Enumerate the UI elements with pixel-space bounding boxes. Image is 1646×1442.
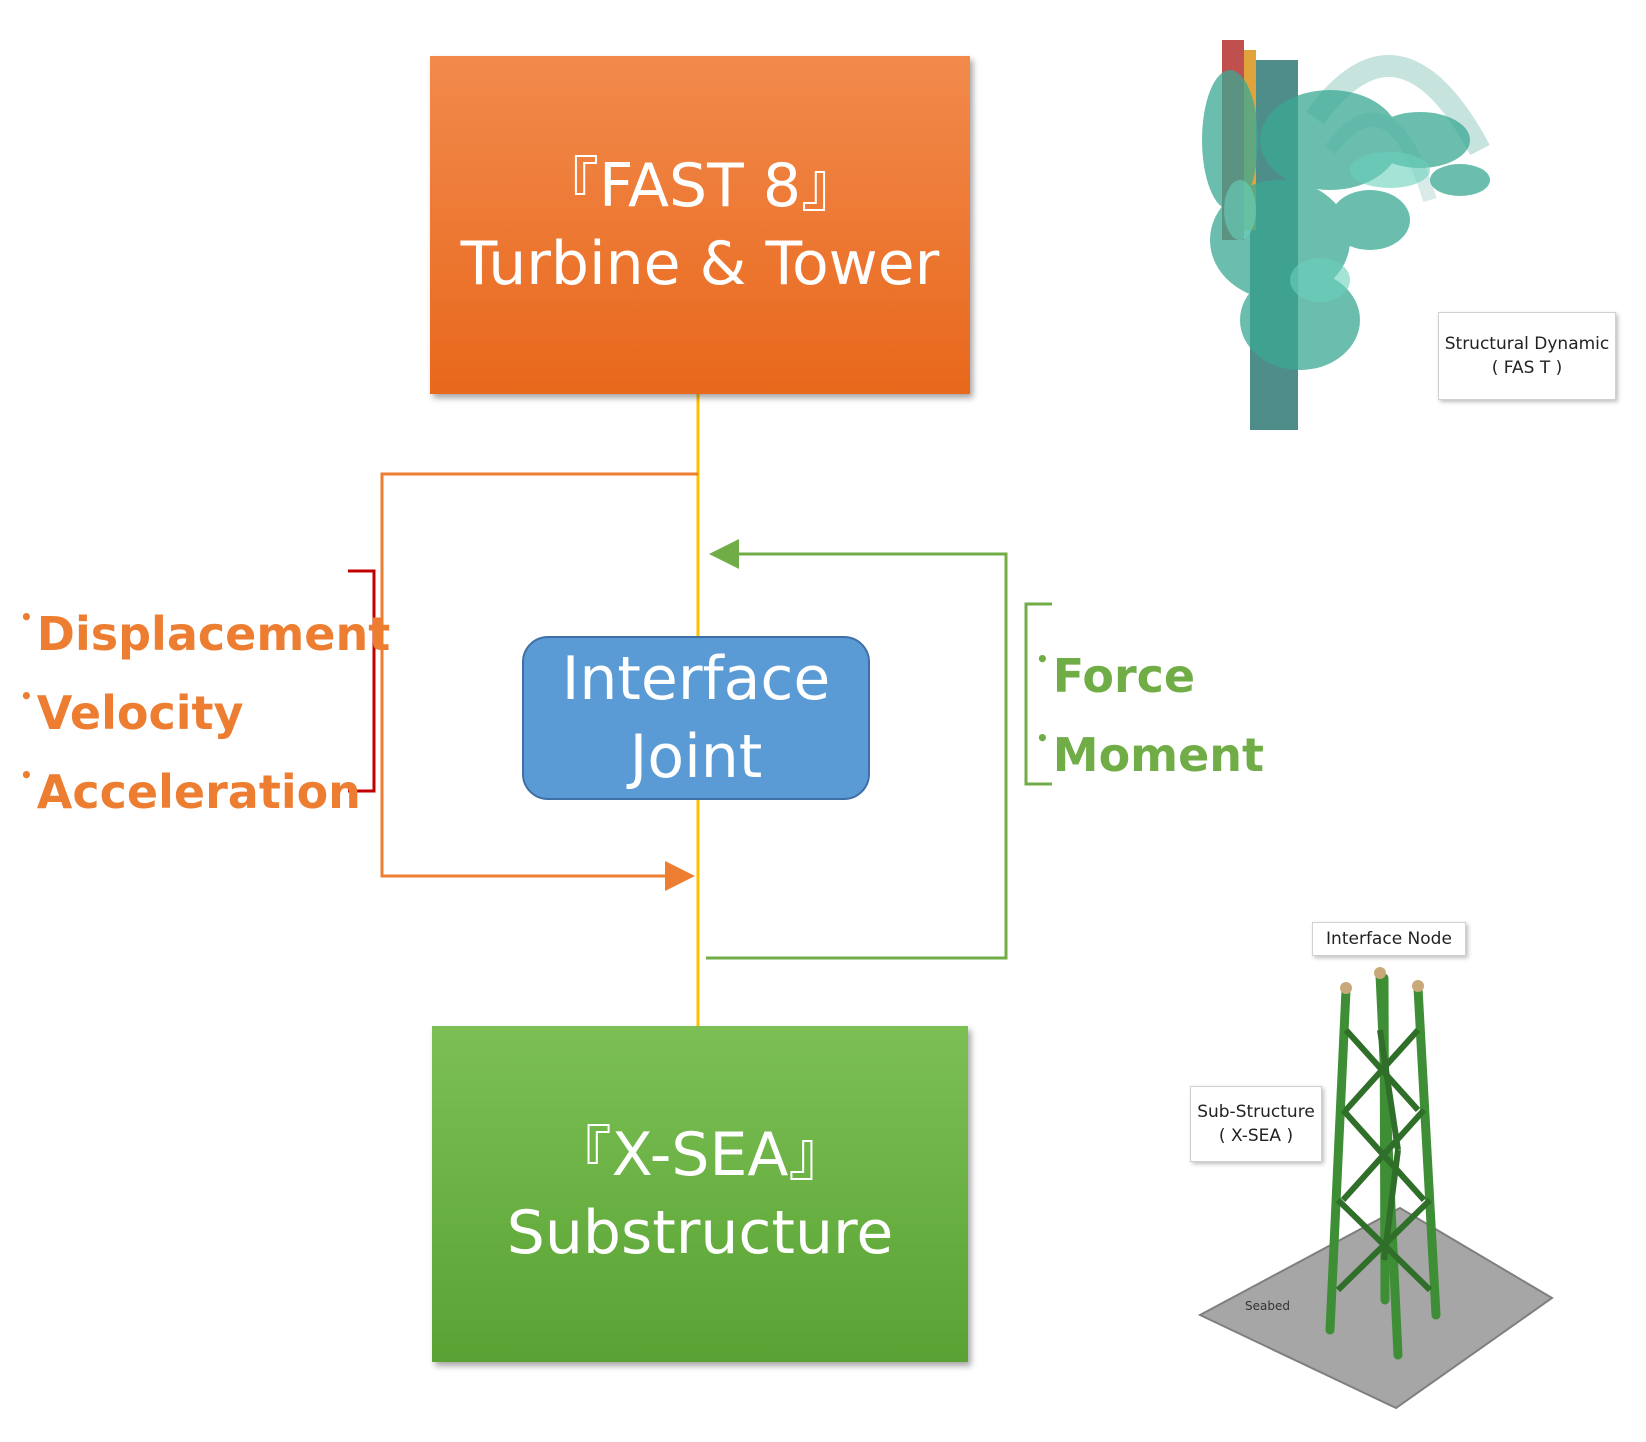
- xsea-box-title: 『X-SEA』: [551, 1120, 849, 1190]
- motion-bracket: [348, 569, 376, 793]
- list-item: •Velocity: [20, 684, 244, 740]
- interface-node-label: Interface Node: [1312, 922, 1466, 956]
- joint-box-line2: Joint: [629, 722, 763, 792]
- xsea-substructure-box: 『X-SEA』 Substructure: [432, 1026, 968, 1362]
- load-feedback-arrow: [706, 539, 1008, 960]
- fast-turbine-tower-box: 『FAST 8』 Turbine & Tower: [430, 56, 970, 394]
- motion-feedback-arrow: [380, 472, 698, 891]
- list-item: •Force: [1036, 647, 1196, 703]
- joint-box-line1: Interface: [561, 644, 831, 714]
- sub-structure-label: Sub-Structure ( X-SEA ): [1190, 1086, 1322, 1162]
- motion-quantity-list: •Displacement •Velocity •Acceleration: [20, 586, 390, 823]
- structural-dynamic-label: Structural Dynamic ( FAS T ): [1438, 312, 1616, 400]
- fast-box-title: 『FAST 8』: [538, 151, 862, 221]
- list-item: •Displacement: [20, 605, 391, 661]
- load-bracket: [1024, 602, 1052, 786]
- interface-joint-box: Interface Joint: [522, 636, 870, 800]
- list-item: •Moment: [1036, 726, 1265, 782]
- list-item: •Acceleration: [20, 763, 361, 819]
- xsea-box-subtitle: Substructure: [506, 1198, 894, 1268]
- load-quantity-list: •Force •Moment: [1036, 628, 1264, 786]
- fast-box-subtitle: Turbine & Tower: [460, 229, 940, 299]
